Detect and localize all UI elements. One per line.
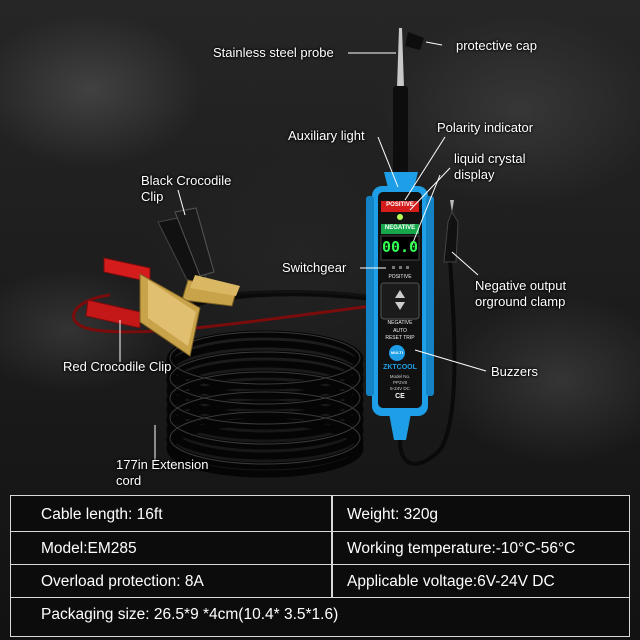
positive-label: POSITIVE [388, 274, 412, 280]
specs-row: Packaging size: 26.5*9 *4cm(10.4* 3.5*1.… [11, 597, 629, 631]
reset-trip-label: RESET TRIP [385, 335, 415, 341]
label-protective-cap: protective cap [456, 38, 537, 53]
spec-packaging-size: Packaging size: 26.5*9 *4cm(10.4* 3.5*1.… [41, 606, 339, 623]
spec-working-temperature: Working temperature:-10°C-56°C [347, 540, 576, 557]
stainless-steel-probe [393, 28, 408, 174]
label-black-crocodile-clip: Black Crocodile Clip [141, 173, 232, 204]
specs-row: Cable length: 16ft Weight: 320g [11, 498, 629, 531]
label-buzzers: Buzzers [491, 364, 538, 379]
multi-button: MULTI [391, 350, 403, 355]
label-polarity-indicator: Polarity indicator [437, 120, 534, 135]
label-switchgear: Switchgear [282, 260, 347, 275]
spec-model: Model:EM285 [41, 540, 137, 557]
negative-indicator-label: NEGATIVE [384, 225, 416, 231]
spec-cable-length: Cable length: 16ft [41, 506, 163, 523]
label-stainless-steel-probe: Stainless steel probe [213, 45, 334, 60]
model-code: PP2V8 [392, 380, 407, 385]
specs-row: Overload protection: 8A Applicable volta… [11, 564, 629, 598]
black-crocodile-clip [157, 207, 240, 307]
protective-cap [405, 32, 424, 50]
lcd-reading: 00.0 [381, 238, 419, 256]
label-liquid-crystal-display: liquid crystal display [454, 151, 526, 182]
spec-overload-protection: Overload protection: 8A [41, 573, 204, 590]
spec-applicable-voltage: Applicable voltage:6V-24V DC [347, 573, 555, 590]
specs-row: Model:EM285 Working temperature:-10°C-56… [11, 531, 629, 565]
spec-weight: Weight: 320g [347, 506, 439, 523]
label-red-crocodile-clip: Red Crocodile Clip [63, 359, 172, 374]
red-crocodile-clip [85, 257, 201, 357]
label-auxiliary-light: Auxiliary light [288, 128, 365, 143]
voltage-range: 6-24V DC [390, 386, 410, 391]
ce-mark: CE [395, 393, 405, 400]
model-no-label: Model No. [389, 374, 411, 379]
tester-body [366, 172, 434, 440]
negative-label: NEGATIVE [387, 320, 413, 326]
top-indicator-label: POSITIVE [386, 202, 414, 208]
label-negative-output-clamp: Negative output orground clamp [475, 278, 567, 309]
label-extension-cord: 177in Extension cord [116, 457, 209, 488]
specs-table: Cable length: 16ft Weight: 320g Model:EM… [10, 495, 630, 637]
brand-logo: ZKTCOOL [383, 364, 417, 371]
specs-column-divider [331, 496, 333, 598]
negative-output-clamp [443, 200, 459, 263]
auto-label: AUTO [393, 328, 407, 334]
